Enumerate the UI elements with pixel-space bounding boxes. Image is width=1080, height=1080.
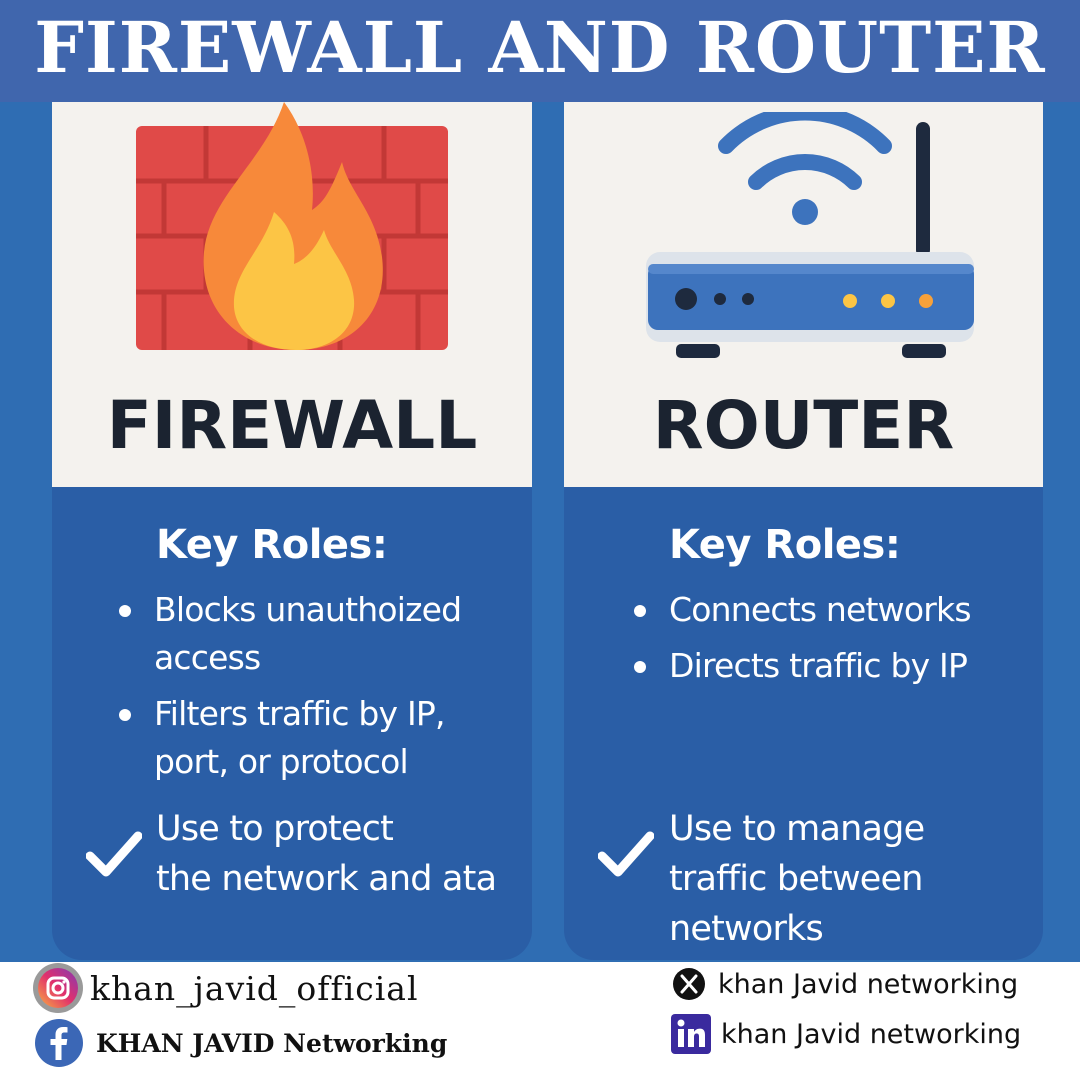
bullet-dot	[634, 661, 646, 673]
bullet-line: Blocks unauthoized	[154, 590, 462, 629]
use-line: Use to protect	[156, 809, 394, 849]
list-item: Blocks unauthoized access	[106, 586, 526, 682]
instagram-label: khan_javid_official	[90, 968, 419, 1008]
router-illustration-panel	[564, 102, 1043, 487]
wifi-router-icon	[646, 112, 974, 358]
x-link[interactable]: khan Javid networking	[672, 964, 1018, 1004]
firewall-illustration-panel	[52, 102, 532, 487]
bullet-line: Directs traffic by IP	[669, 646, 968, 685]
x-icon	[673, 968, 705, 1000]
list-item: Filters traffic by IP, port, or protocol	[106, 690, 526, 786]
firewall-title: FIREWALL	[106, 387, 478, 464]
list-item: Directs traffic by IP	[621, 642, 1041, 690]
x-label: khan Javid networking	[718, 968, 1019, 1000]
router-roles-heading: Key Roles:	[669, 522, 901, 568]
router-title: ROUTER	[652, 387, 955, 464]
router-use-text: Use to manage traffic between networks	[669, 804, 925, 954]
firewall-roles-list: Blocks unauthoized access Filters traffi…	[106, 586, 526, 794]
firewall-use-text: Use to protect the network and ata	[156, 804, 497, 904]
linkedin-label: khan Javid networking	[721, 1018, 1022, 1050]
social-footer: khan_javid_official KHAN JAVID Networkin…	[0, 962, 1080, 1080]
page-title: FIREWALL AND ROUTER	[34, 5, 1046, 89]
bullet-line: access	[154, 638, 261, 677]
checkmark-icon	[86, 831, 142, 877]
bullet-dot	[634, 605, 646, 617]
use-line: the network and ata	[156, 859, 497, 899]
linkedin-icon	[671, 1014, 711, 1054]
use-line: traffic between	[669, 859, 923, 899]
header-banner: FIREWALL AND ROUTER	[0, 0, 1080, 102]
bullet-line: port, or protocol	[154, 742, 409, 781]
firewall-card: FIREWALL Key Roles: Blocks unauthoized a…	[52, 102, 532, 960]
bullet-dot	[119, 605, 131, 617]
facebook-icon	[35, 1019, 83, 1067]
instagram-link[interactable]: khan_javid_official	[32, 963, 419, 1013]
bullet-dot	[119, 709, 131, 721]
linkedin-link[interactable]: khan Javid networking	[671, 1012, 1021, 1056]
facebook-link[interactable]: KHAN JAVID Networking	[34, 1018, 447, 1068]
firewall-flame-icon	[136, 102, 448, 350]
list-item: Connects networks	[621, 586, 1041, 634]
bullet-line: Connects networks	[669, 590, 972, 629]
bullet-line: Filters traffic by IP,	[154, 694, 445, 733]
checkmark-icon	[598, 831, 654, 877]
router-card: ROUTER Key Roles: Connects networks Dire…	[564, 102, 1043, 960]
instagram-icon	[33, 963, 83, 1013]
use-line: networks	[669, 909, 824, 949]
use-line: Use to manage	[669, 809, 925, 849]
facebook-label: KHAN JAVID Networking	[96, 1028, 448, 1058]
firewall-roles-heading: Key Roles:	[156, 522, 388, 568]
router-roles-list: Connects networks Directs traffic by IP	[621, 586, 1041, 698]
